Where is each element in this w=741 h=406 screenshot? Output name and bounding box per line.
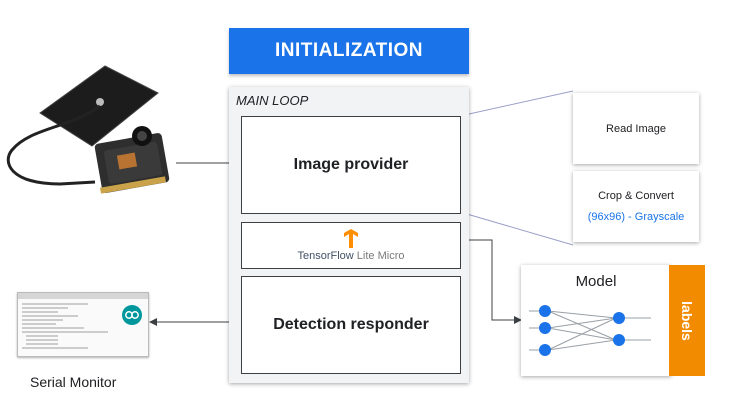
labels-label: labels bbox=[679, 300, 696, 341]
tflite-suffix: Lite Micro bbox=[353, 250, 405, 262]
initialization-bar: INITIALIZATION bbox=[229, 28, 469, 74]
image-provider-label: Image provider bbox=[293, 156, 409, 173]
labels-tab: labels bbox=[669, 265, 705, 376]
arrow-tflite-model bbox=[461, 236, 522, 324]
crop-convert-card: Crop & Convert (96x96) - Grayscale bbox=[573, 171, 699, 242]
serial-monitor-titlebar bbox=[18, 293, 148, 299]
image-provider-box: Image provider bbox=[241, 116, 461, 214]
neural-network-icon bbox=[529, 305, 651, 356]
model-card: Model bbox=[521, 265, 671, 376]
camera-board-icon bbox=[6, 65, 170, 194]
callout-top bbox=[459, 90, 574, 117]
crop-convert-size-label: (96x96) - Grayscale bbox=[587, 211, 685, 223]
serial-monitor-label: Serial Monitor bbox=[30, 374, 117, 390]
read-image-label: Read Image bbox=[606, 122, 666, 135]
detection-responder-box: Detection responder bbox=[241, 276, 461, 374]
tflite-label: TensorFlow Lite Micro bbox=[298, 250, 405, 262]
read-image-card: Read Image bbox=[573, 93, 699, 164]
arduino-logo-icon bbox=[122, 305, 142, 325]
initialization-label: INITIALIZATION bbox=[274, 40, 424, 61]
tflite-box: TensorFlow Lite Micro bbox=[241, 222, 461, 269]
tensorflow-logo-icon bbox=[344, 229, 358, 248]
detection-responder-label: Detection responder bbox=[273, 316, 429, 333]
callout-bottom bbox=[459, 211, 574, 246]
tflite-brand: TensorFlow bbox=[297, 250, 354, 262]
main-loop-label: MAIN LOOP bbox=[236, 93, 309, 108]
serial-monitor-window bbox=[17, 292, 149, 357]
crop-convert-label: Crop & Convert bbox=[598, 190, 674, 202]
model-title: Model bbox=[575, 273, 617, 290]
serial-monitor-log-lines bbox=[22, 303, 108, 349]
